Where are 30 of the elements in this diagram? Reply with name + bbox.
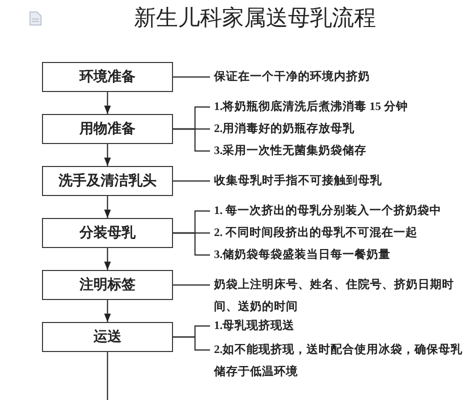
note-text: 1.母乳现挤现送 [214, 315, 472, 337]
process-box: 洗手及清洁乳头 [42, 166, 173, 196]
arrow [104, 248, 111, 270]
connector-line [106, 352, 108, 400]
process-box: 运送 [42, 322, 173, 352]
process-box: 环境准备 [42, 62, 173, 92]
process-box: 注明标签 [42, 270, 173, 300]
arrow [104, 196, 111, 218]
connector-line [173, 128, 210, 152]
note-text: 3.储奶袋每袋盛装当日每一餐奶量 [214, 244, 472, 266]
note-text: 3.采用一次性无菌集奶袋储存 [214, 140, 472, 162]
connector-line [173, 284, 210, 286]
note-text: 2.如不能现挤现，送时配合使用冰袋，确保母乳储存于低温环境 [214, 339, 472, 383]
note-text: 保证在一个干净的环境内挤奶 [214, 66, 472, 88]
connector-line [173, 232, 210, 256]
process-box: 分装母乳 [42, 218, 173, 248]
note-text: 1.将奶瓶彻底清洗后煮沸消毒 15 分钟 [214, 96, 472, 118]
note-text: 收集母乳时手指不可接触到母乳 [214, 170, 472, 192]
note-text: 2. 不同时间段挤出的母乳不可混在一起 [214, 222, 472, 244]
note-text: 2.用消毒好的奶瓶存放母乳 [214, 118, 472, 140]
note-text: 1. 每一次挤出的母乳分别装入一个挤奶袋中 [214, 200, 472, 222]
arrow [104, 300, 111, 322]
connector-line [173, 76, 210, 78]
arrow [104, 144, 111, 166]
connector-line [173, 336, 210, 351]
connector-line [173, 180, 210, 182]
note-text: 奶袋上注明床号、姓名、住院号、挤奶日期时间、送奶的时间 [214, 274, 472, 318]
process-box: 用物准备 [42, 114, 173, 144]
arrow [104, 92, 111, 114]
title: 新生儿科家属送母乳流程 [133, 4, 377, 32]
